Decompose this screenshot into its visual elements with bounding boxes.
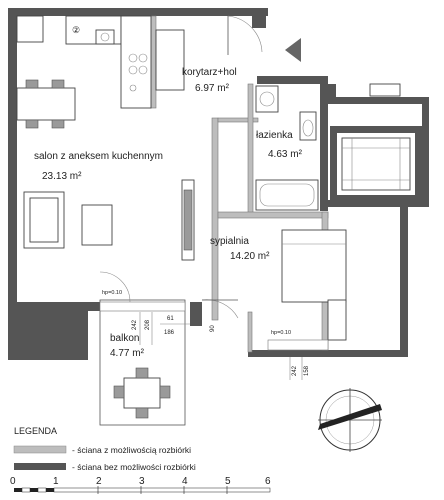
living-name: salon z aneksem kuchennym [34, 151, 163, 162]
kitchen-marker: ② [72, 25, 80, 35]
corridor-name: korytarz+hol [182, 67, 237, 78]
dim-90: 90 [210, 325, 216, 332]
north-arrow-icon [318, 388, 382, 452]
scale-bar [14, 486, 271, 494]
scale-tick-0: 0 [10, 476, 16, 487]
scale-tick-4: 4 [182, 476, 188, 487]
scale-tick-6: 6 [265, 476, 271, 487]
dim-208: 208 [145, 319, 151, 330]
balcony-name: balkon [110, 333, 139, 344]
dim-hp-bedroom: hp=0.10 [271, 330, 291, 336]
bedroom-area: 14.20 m² [230, 251, 270, 262]
dimension-lines [139, 312, 303, 380]
dim-61: 61 [167, 316, 174, 322]
legend-item-permanent: - ściana bez możliwości rozbiórki [72, 462, 196, 472]
balcony-area: 4.77 m² [110, 348, 145, 359]
legend-swatch-permanent [14, 463, 66, 470]
dim-186: 186 [164, 330, 175, 336]
entrance-arrow-icon [285, 38, 301, 62]
scale-tick-1: 1 [53, 476, 59, 487]
dim-242-right: 242 [292, 365, 298, 376]
dim-hp-balcony: hp=0.10 [102, 290, 122, 296]
load-bearing-walls [8, 8, 429, 360]
entrance-door [227, 15, 263, 55]
bedroom-name: sypialnia [210, 236, 249, 247]
bathroom-name: łazienka [256, 130, 293, 141]
bedroom-door [201, 299, 239, 319]
dim-242-left: 242 [132, 319, 138, 330]
dining-table [16, 79, 76, 129]
kitchen-cabinets [16, 15, 185, 109]
stairwell [341, 83, 411, 191]
living-area: 23.13 m² [42, 171, 82, 182]
legend-item-removable: - ściana z możliwością rozbiórki [72, 445, 191, 455]
bed [281, 229, 347, 341]
scale-tick-5: 5 [225, 476, 231, 487]
corridor-area: 6.97 m² [195, 83, 230, 94]
dim-158: 158 [304, 365, 310, 376]
tv-cabinet [181, 179, 195, 261]
sofa [23, 191, 113, 249]
scale-tick-2: 2 [96, 476, 102, 487]
legend-swatch-removable [13, 445, 67, 454]
bathroom-fixtures [255, 85, 319, 211]
bathroom-area: 4.63 m² [268, 149, 303, 160]
scale-tick-3: 3 [139, 476, 145, 487]
legend-title: LEGENDA [14, 426, 57, 436]
windows [99, 301, 329, 351]
